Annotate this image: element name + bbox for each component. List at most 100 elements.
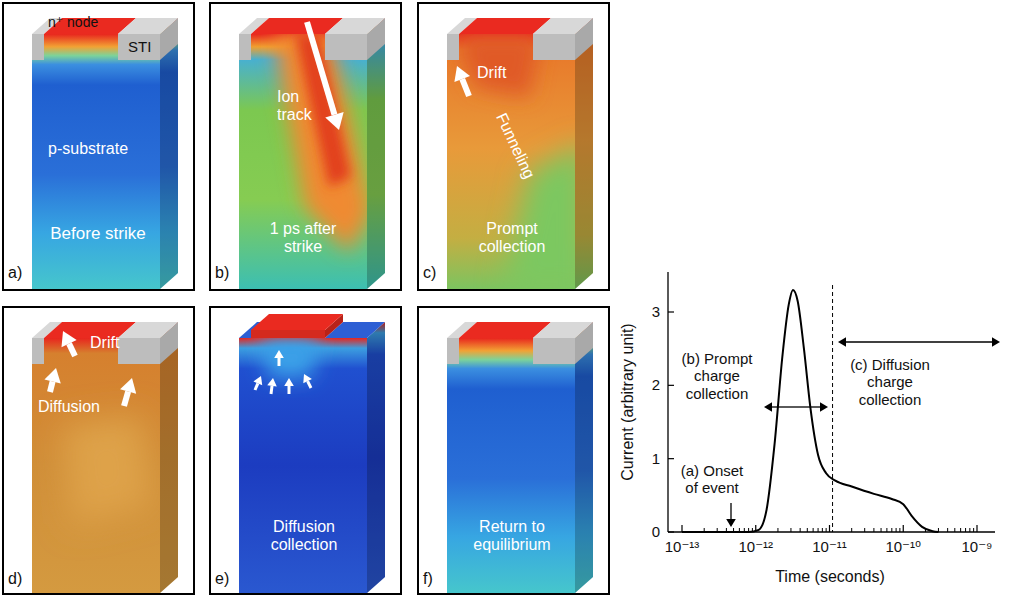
panel-letter: d) (8, 570, 22, 588)
x-tick (829, 525, 830, 532)
field-blob (62, 416, 152, 526)
device-block (239, 314, 385, 593)
region-label: Ion track (277, 88, 325, 125)
arrow-shaft (730, 503, 731, 519)
sti-front (239, 34, 251, 60)
x-minor-tick (851, 528, 852, 532)
x-minor-tick (822, 528, 823, 532)
tick-label: 10⁻⁹ (952, 538, 1002, 555)
arrow-head (764, 402, 772, 412)
panel: n⁺ nodeSTIp-substrateBefore strikea) (2, 2, 195, 291)
x-minor-tick (960, 528, 961, 532)
arrow-head (61, 331, 76, 347)
tick-label: 10⁻¹⁰ (878, 538, 928, 555)
block-side-face (575, 322, 593, 593)
tick-label: 0 (630, 523, 660, 540)
y-axis (667, 272, 668, 532)
panel: Diffusion collectione) (209, 306, 402, 595)
panel: DriftFunnelingPrompt collectionc) (417, 2, 610, 291)
stage-label: Return to equilibrium (453, 518, 571, 555)
chart (668, 272, 1000, 532)
x-tick (681, 525, 682, 532)
arrow-shaft (796, 406, 820, 407)
block-side-face (367, 322, 385, 593)
annotation: (b) Prompt charge collection (674, 350, 760, 402)
stage-label: Prompt collection (457, 220, 567, 257)
x-minor-tick (813, 528, 814, 532)
tick-label: 3 (630, 303, 660, 320)
x-minor-tick (954, 528, 955, 532)
arrow-shaft (846, 341, 919, 342)
block-side-face (160, 18, 178, 289)
x-minor-tick (886, 528, 887, 532)
x-minor-tick (807, 528, 808, 532)
x-tick (976, 525, 977, 532)
block-front-face (239, 338, 367, 593)
sti-front (447, 34, 459, 60)
arrow-head (253, 376, 262, 385)
axis-title: Time (seconds) (730, 568, 930, 586)
device-block (447, 18, 593, 294)
panel: DriftDiffusiond) (2, 306, 195, 595)
arrow-shaft (124, 391, 128, 406)
tick-label: 10⁻¹² (731, 538, 781, 555)
arrow-shaft (271, 386, 272, 394)
arrow-head (44, 368, 60, 384)
block-top-face (118, 18, 178, 34)
block-front-face (32, 338, 160, 593)
arrow-head (726, 519, 736, 527)
block-side-shade (575, 322, 593, 593)
arrow-shaft (462, 79, 469, 96)
device-block (239, 18, 385, 289)
panel-letter: c) (423, 264, 436, 282)
x-minor-tick (826, 528, 827, 532)
block-front-face (32, 34, 160, 289)
arrow-head (838, 337, 846, 347)
panel: Return to equilibriumf) (417, 306, 610, 595)
block-top-face (533, 18, 593, 34)
sti-front (118, 338, 160, 364)
arrow-head (267, 378, 277, 387)
annotation: (c) Diffusion charge collection (842, 356, 938, 408)
process-label: Funneling (492, 110, 538, 181)
sti-front (447, 338, 459, 364)
arrow-shaft (255, 383, 258, 390)
y-tick (668, 531, 674, 532)
x-minor-tick (864, 528, 865, 532)
device-block (32, 322, 178, 593)
x-minor-tick (973, 528, 974, 532)
sti-front (32, 34, 44, 60)
process-label: Drift (90, 334, 119, 352)
block-side-face (160, 322, 178, 593)
x-minor-tick (891, 528, 892, 532)
x-minor-tick (818, 528, 819, 532)
y-tick (668, 311, 674, 312)
block-side-shade (160, 322, 178, 593)
block-top-face (118, 322, 178, 338)
x-minor-tick (947, 528, 948, 532)
arrow-head (820, 402, 828, 412)
panel-letter: b) (215, 264, 229, 282)
arrow-head (274, 350, 284, 358)
panel: Ion track1 ps after strikeb) (209, 2, 402, 291)
block-top-face (325, 18, 385, 34)
x-minor-tick (873, 528, 874, 532)
field-blobs (259, 338, 321, 378)
arrow-shaft (772, 406, 796, 407)
block-top-face (251, 314, 343, 330)
arrow-head (284, 378, 294, 386)
stage-label: Before strike (34, 224, 162, 244)
device-block (447, 322, 593, 593)
block-side-face (367, 18, 385, 289)
arrow-shaft (50, 382, 53, 392)
panel-letter: e) (215, 570, 229, 588)
divider-line (832, 285, 833, 532)
x-tick (903, 525, 904, 532)
tick-label: 10⁻¹³ (657, 538, 707, 555)
tick-label: 10⁻¹¹ (805, 538, 855, 555)
field-blobs (457, 34, 575, 289)
x-minor-tick (881, 528, 882, 532)
x-minor-tick (899, 528, 900, 532)
block-top-face (533, 322, 593, 338)
